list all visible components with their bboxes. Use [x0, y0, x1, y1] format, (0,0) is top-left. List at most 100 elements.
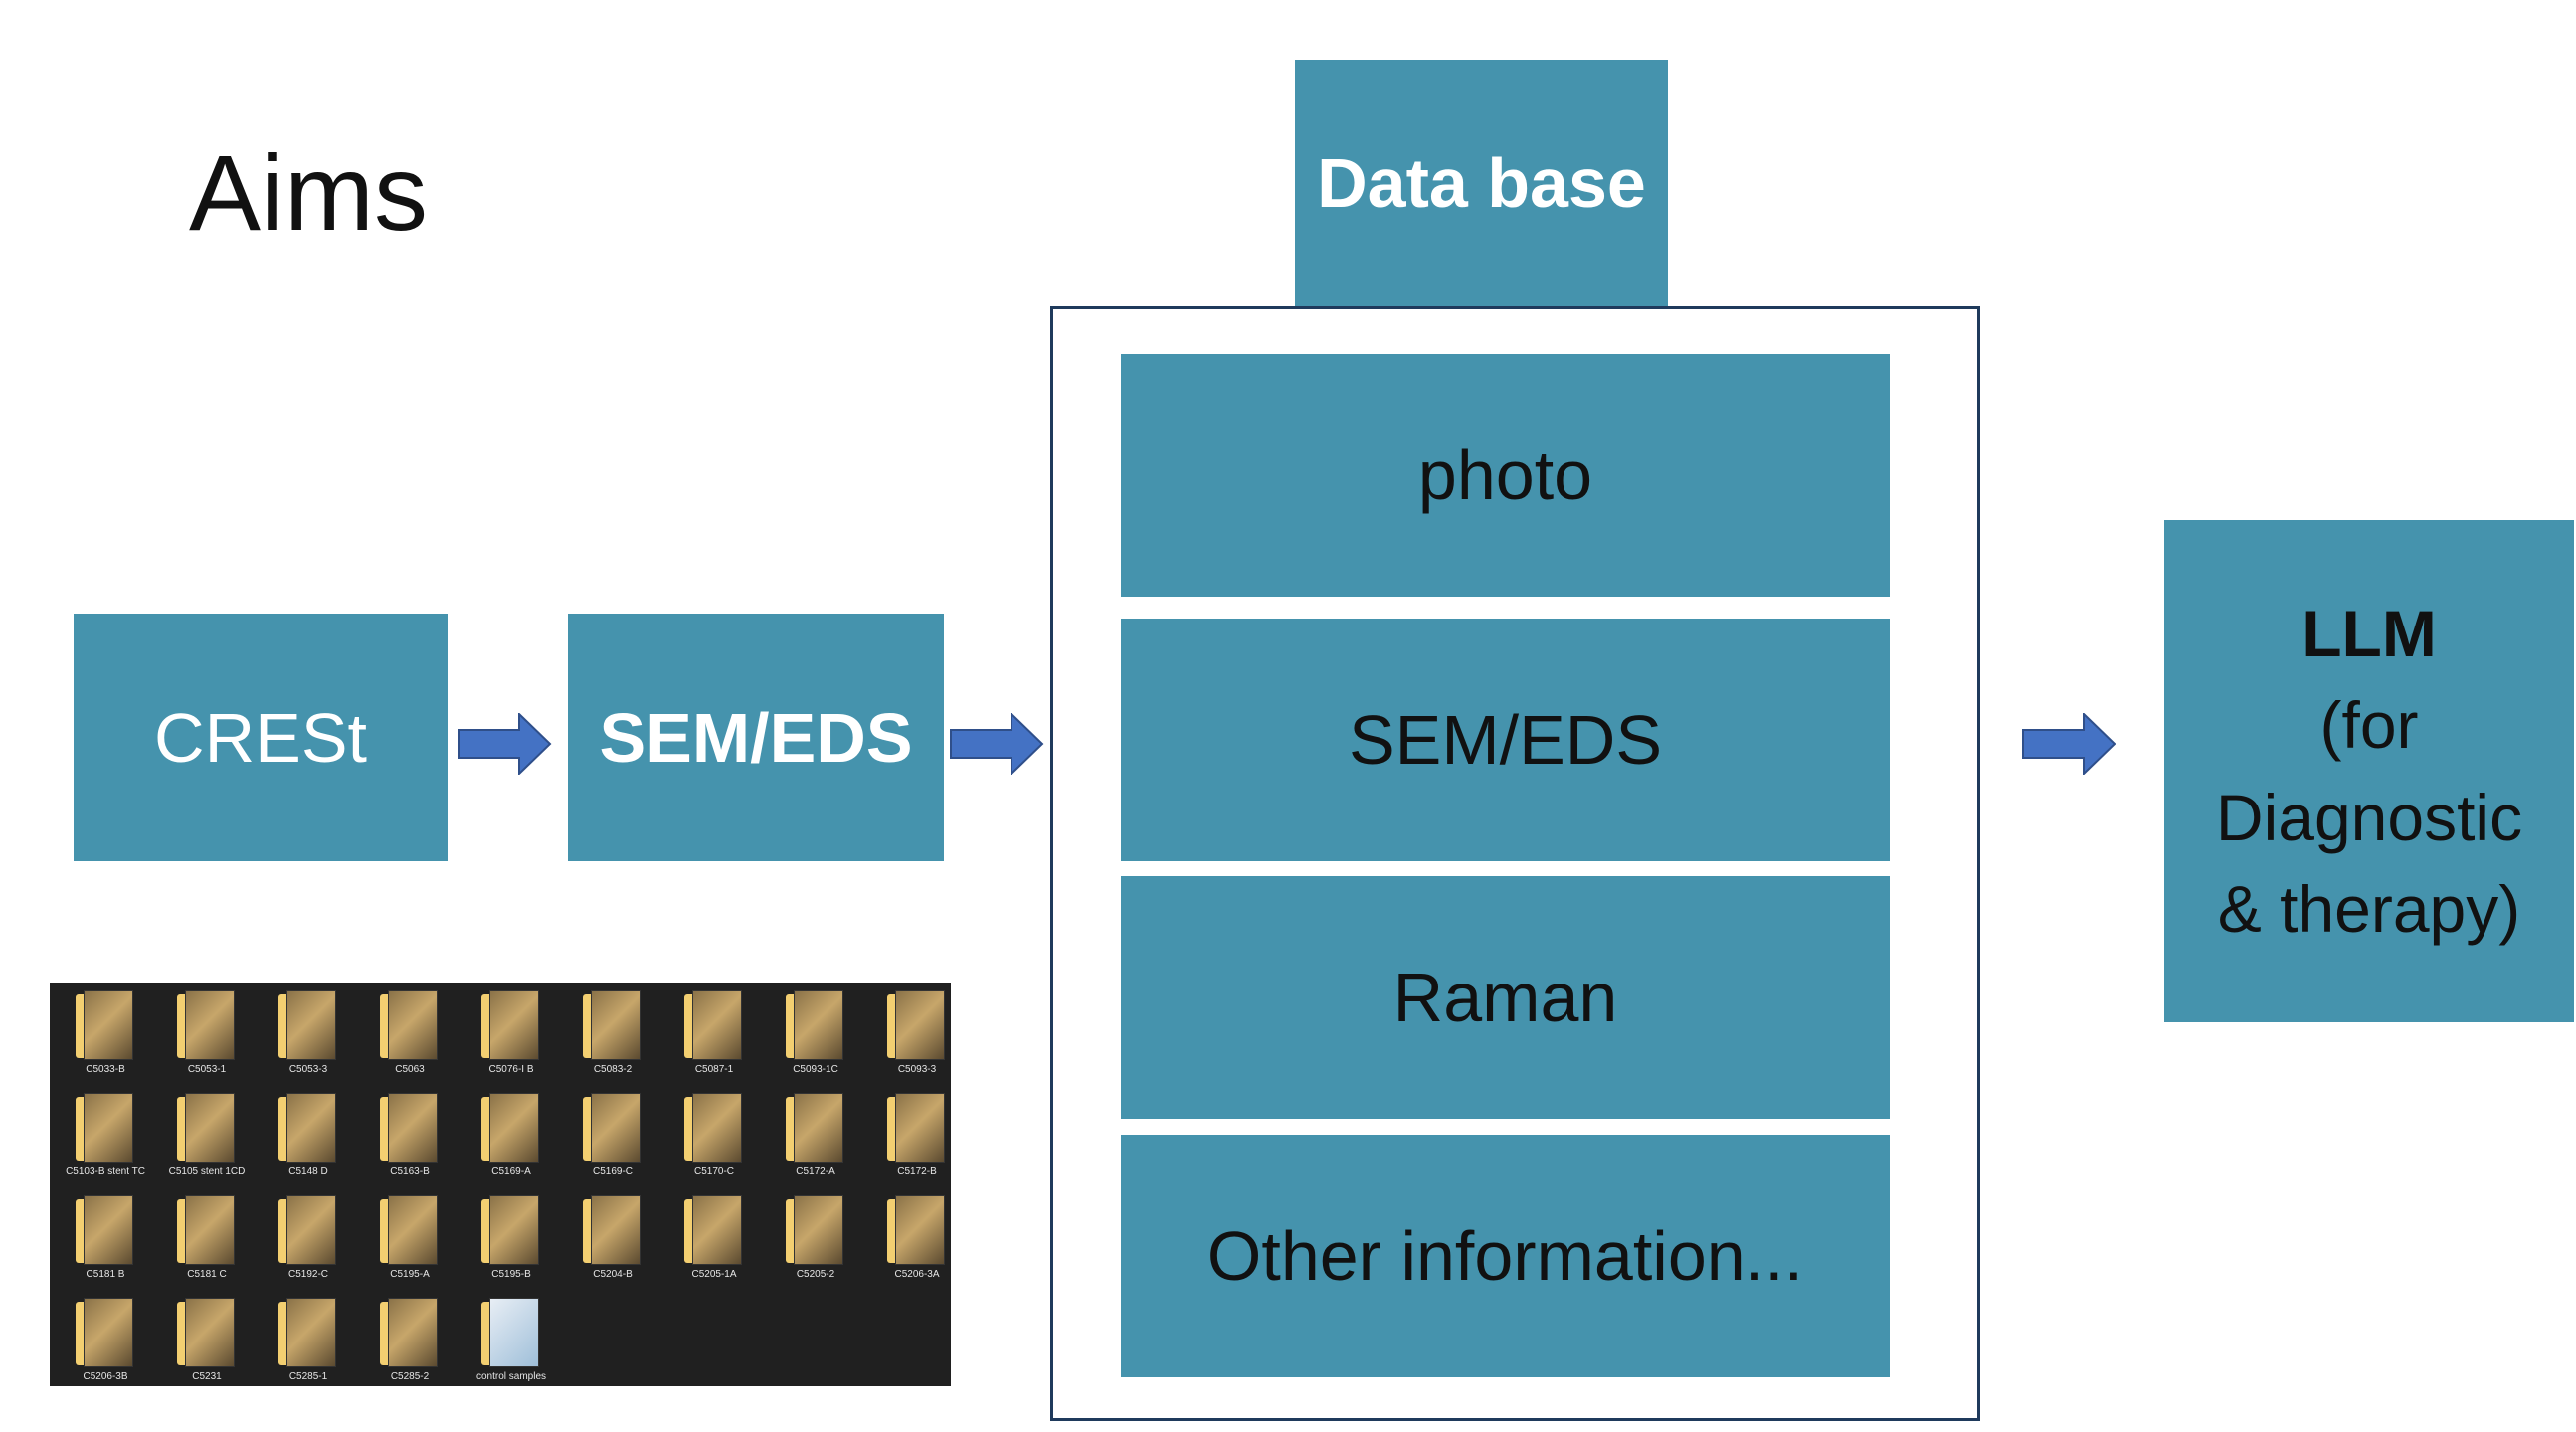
- folder-thumbnail[interactable]: C5053-3: [261, 990, 356, 1090]
- folder-thumbnail[interactable]: C5195-A: [362, 1195, 458, 1295]
- arrow-right-icon: [458, 713, 552, 775]
- folder-label: C5093-3: [897, 1064, 937, 1075]
- sample-photo-icon: [185, 1298, 235, 1367]
- sample-photo-icon: [895, 1195, 945, 1265]
- sample-photo-icon: [84, 1093, 133, 1163]
- folder-label: C5083-2: [593, 1064, 633, 1075]
- folder-label: C5170-C: [693, 1166, 735, 1177]
- sample-photo-icon: [84, 1298, 133, 1367]
- folder-thumbnail[interactable]: C5205-2: [768, 1195, 863, 1295]
- slide-title: Aims: [189, 132, 428, 253]
- folder-label: C5181 B: [86, 1269, 125, 1280]
- folder-thumbnail[interactable]: C5063: [362, 990, 458, 1090]
- folder-thumbnail[interactable]: C5181 C: [159, 1195, 255, 1295]
- folder-thumbnail[interactable]: C5285-1: [261, 1298, 356, 1397]
- database-item-photo: photo: [1121, 354, 1890, 597]
- folder-thumbnail[interactable]: C5169-A: [463, 1093, 559, 1192]
- sample-photo-icon: [286, 1298, 336, 1367]
- llm-title: LLM: [2301, 596, 2437, 670]
- folder-label: C5169-A: [491, 1166, 531, 1177]
- folder-thumbnail[interactable]: C5148 D: [261, 1093, 356, 1192]
- folder-label: C5231: [192, 1371, 222, 1382]
- folder-thumbnail[interactable]: C5285-2: [362, 1298, 458, 1397]
- folder-label: control samples: [475, 1371, 547, 1382]
- folder-thumbnail[interactable]: C5076-I B: [463, 990, 559, 1090]
- folder-thumbnail[interactable]: control samples: [463, 1298, 559, 1397]
- sample-photo-icon: [185, 990, 235, 1060]
- folder-thumbnail[interactable]: C5172-A: [768, 1093, 863, 1192]
- folder-label: C5192-C: [287, 1269, 329, 1280]
- arrow-right-icon: [950, 713, 1044, 775]
- llm-box: LLM (for Diagnostic & therapy): [2164, 520, 2574, 1022]
- sem-eds-box: SEM/EDS: [568, 614, 944, 861]
- folder-label: C5087-1: [694, 1064, 734, 1075]
- folder-label: C5033-B: [86, 1064, 125, 1075]
- database-item-raman: Raman: [1121, 876, 1890, 1119]
- folder-label: C5181 C: [187, 1269, 227, 1280]
- sample-photo-icon: [388, 1195, 438, 1265]
- folder-thumbnail[interactable]: C5087-1: [666, 990, 762, 1090]
- folder-label: C5169-C: [592, 1166, 634, 1177]
- folder-label: C5285-1: [288, 1371, 328, 1382]
- database-item-sem-eds: SEM/EDS: [1121, 619, 1890, 861]
- folder-label: C5285-2: [390, 1371, 430, 1382]
- folder-thumbnail[interactable]: C5205-1A: [666, 1195, 762, 1295]
- folder-label: C5053-1: [187, 1064, 227, 1075]
- sample-photo-icon: [388, 1298, 438, 1367]
- folder-label: C5103-B stent TC: [66, 1166, 145, 1177]
- folder-label: C5063: [395, 1064, 425, 1075]
- crest-box: CRESt: [74, 614, 448, 861]
- folder-thumbnail[interactable]: C5206-3A: [869, 1195, 965, 1295]
- folder-thumbnail[interactable]: C5093-1C: [768, 990, 863, 1090]
- sample-photo-icon: [794, 990, 843, 1060]
- folder-thumbnail[interactable]: C5231: [159, 1298, 255, 1397]
- sample-photo-icon: [489, 990, 539, 1060]
- folder-thumbnail[interactable]: C5033-B: [58, 990, 153, 1090]
- folder-label: C5105 stent 1CD: [168, 1166, 246, 1177]
- folder-thumbnail[interactable]: C5163-B: [362, 1093, 458, 1192]
- folder-label: C5148 D: [288, 1166, 328, 1177]
- folder-label: C5206-3B: [83, 1371, 128, 1382]
- folder-label: C5172-A: [796, 1166, 835, 1177]
- sample-photo-icon: [185, 1195, 235, 1265]
- folder-thumbnail[interactable]: C5053-1: [159, 990, 255, 1090]
- folder-thumbnail[interactable]: C5192-C: [261, 1195, 356, 1295]
- folder-label: C5076-I B: [488, 1064, 534, 1075]
- folder-thumbnail[interactable]: C5105 stent 1CD: [159, 1093, 255, 1192]
- folder-label: C5195-B: [491, 1269, 531, 1280]
- folder-thumbnail[interactable]: C5093-3: [869, 990, 965, 1090]
- folder-thumbnail[interactable]: C5172-B: [869, 1093, 965, 1192]
- llm-line-2: Diagnostic: [2215, 780, 2523, 854]
- folder-thumbnail[interactable]: C5181 B: [58, 1195, 153, 1295]
- sample-photo-icon: [794, 1093, 843, 1163]
- folder-thumbnail[interactable]: C5170-C: [666, 1093, 762, 1192]
- sample-photo-icon: [591, 1093, 641, 1163]
- folder-thumbnail[interactable]: C5083-2: [565, 990, 660, 1090]
- folder-thumbnail[interactable]: C5204-B: [565, 1195, 660, 1295]
- sample-photo-icon: [489, 1195, 539, 1265]
- sample-photo-icon: [794, 1195, 843, 1265]
- llm-line-1: (for: [2319, 688, 2419, 763]
- folder-thumbnail[interactable]: C5169-C: [565, 1093, 660, 1192]
- folder-label: C5195-A: [390, 1269, 430, 1280]
- folder-label: C5206-3A: [894, 1269, 940, 1280]
- sample-photo-icon: [692, 1195, 742, 1265]
- sample-photo-icon: [591, 990, 641, 1060]
- llm-line-3: & therapy): [2217, 871, 2521, 946]
- folder-label: C5172-B: [897, 1166, 937, 1177]
- sample-photo-icon: [286, 1093, 336, 1163]
- folder-thumbnail[interactable]: C5206-3B: [58, 1298, 153, 1397]
- folder-thumbnail[interactable]: C5195-B: [463, 1195, 559, 1295]
- sample-photo-icon: [692, 990, 742, 1060]
- sample-photo-icon: [489, 1298, 539, 1367]
- database-header: Data base: [1295, 60, 1668, 306]
- folder-thumbnail[interactable]: C5103-B stent TC: [58, 1093, 153, 1192]
- sample-photo-icon: [185, 1093, 235, 1163]
- sample-photo-icon: [84, 1195, 133, 1265]
- database-item-other: Other information...: [1121, 1135, 1890, 1377]
- folder-label: C5204-B: [593, 1269, 633, 1280]
- folder-label: C5163-B: [390, 1166, 430, 1177]
- sample-photo-icon: [895, 990, 945, 1060]
- sample-photo-icon: [388, 1093, 438, 1163]
